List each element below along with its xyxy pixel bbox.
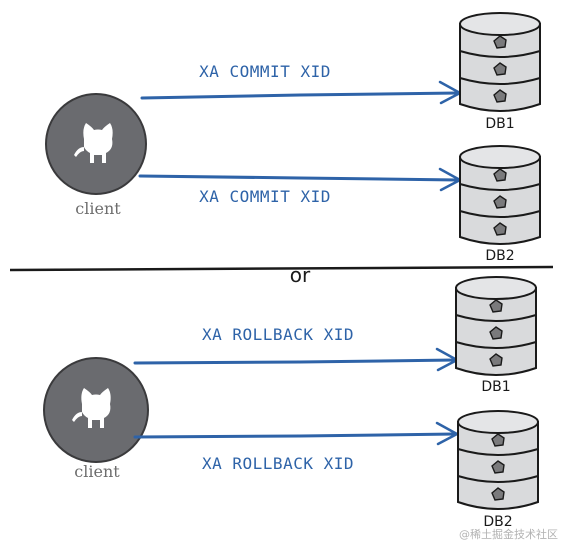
db-label: DB1 [481,379,510,395]
watermark: @稀土掘金技术社区 [459,527,558,541]
arrow-label: XA ROLLBACK XID [202,454,354,473]
bottom-section: client XA ROLLBACK XID XA ROLLBACK XID D… [43,276,539,530]
arrow-label: XA COMMIT XID [199,62,331,81]
arrow-label: XA ROLLBACK XID [202,325,354,344]
arrowhead [435,421,459,446]
database-cylinder-icon [459,145,541,245]
db-label: DB2 [485,248,514,264]
database-cylinder-icon [459,12,541,112]
bottom-arrow-rollback-db2: XA ROLLBACK XID [133,421,459,473]
arrow-line [140,91,460,100]
arrow-line [133,432,457,439]
db-label: DB1 [485,116,514,132]
or-label: or [290,263,311,287]
arrow-line [133,358,457,365]
top-arrow-commit-db1: XA COMMIT XID [140,62,462,105]
bottom-arrow-rollback-db1: XA ROLLBACK XID [133,325,459,372]
client-label: client [75,199,121,218]
db-label: DB2 [483,514,512,530]
top-arrow-commit-db2: XA COMMIT XID [138,167,462,206]
database-cylinder-icon [455,276,537,376]
arrow-label: XA COMMIT XID [199,187,331,206]
top-database-db2: DB2 [459,145,541,264]
top-section: client XA COMMIT XID XA COMMIT XID DB1 D… [45,12,541,264]
top-database-db1: DB1 [459,12,541,132]
bottom-client: client [43,357,149,481]
client-label: client [74,462,120,481]
database-cylinder-icon [457,410,539,510]
bottom-database-db1: DB1 [455,276,537,395]
bottom-database-db2: DB2 [457,410,539,530]
separator: or [9,263,554,287]
arrow-line [138,174,460,182]
divider-line [9,265,554,272]
top-client: client [45,93,147,218]
